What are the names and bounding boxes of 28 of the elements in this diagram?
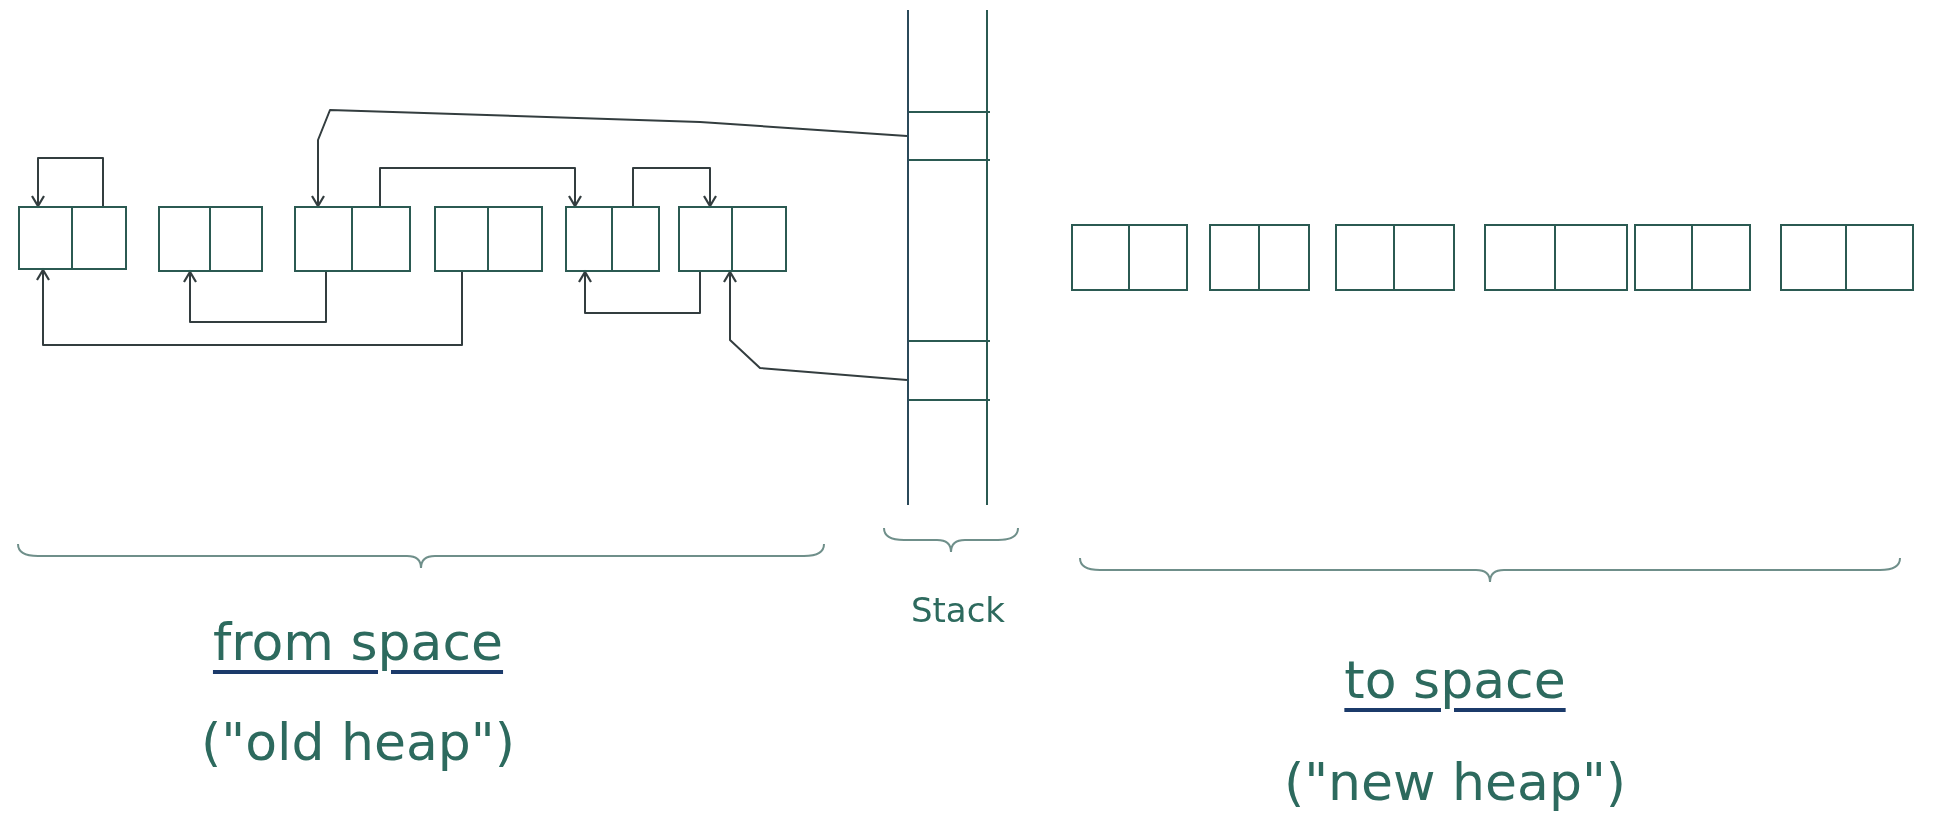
memory-object-box	[18, 206, 127, 270]
arrow	[310, 109, 908, 208]
stack-slot	[909, 111, 990, 161]
memory-object-box	[1484, 224, 1628, 291]
stack-column	[907, 10, 988, 505]
memory-object-box	[1209, 224, 1310, 291]
heading-text: from space	[212, 612, 504, 672]
memory-object-box	[1634, 224, 1751, 291]
memory-object-box	[294, 206, 411, 272]
arrow	[722, 270, 908, 381]
memory-object-box	[434, 206, 543, 272]
note-text: ("new heap")	[1283, 752, 1627, 812]
arrow	[577, 270, 701, 314]
arrow	[379, 167, 583, 208]
memory-object-box	[1071, 224, 1188, 291]
heading-text: to space	[1344, 650, 1566, 710]
arrow	[632, 167, 718, 208]
memory-object-box	[158, 206, 263, 272]
brace-label: Stack	[910, 590, 1006, 630]
memory-object-box	[1780, 224, 1914, 291]
note-text: ("old heap")	[201, 712, 515, 772]
memory-object-box	[678, 206, 787, 272]
arrow	[30, 157, 104, 208]
arrow	[35, 268, 463, 346]
memory-object-box	[565, 206, 660, 272]
stack-slot	[909, 340, 990, 401]
arrow	[182, 270, 327, 323]
memory-object-box	[1335, 224, 1455, 291]
